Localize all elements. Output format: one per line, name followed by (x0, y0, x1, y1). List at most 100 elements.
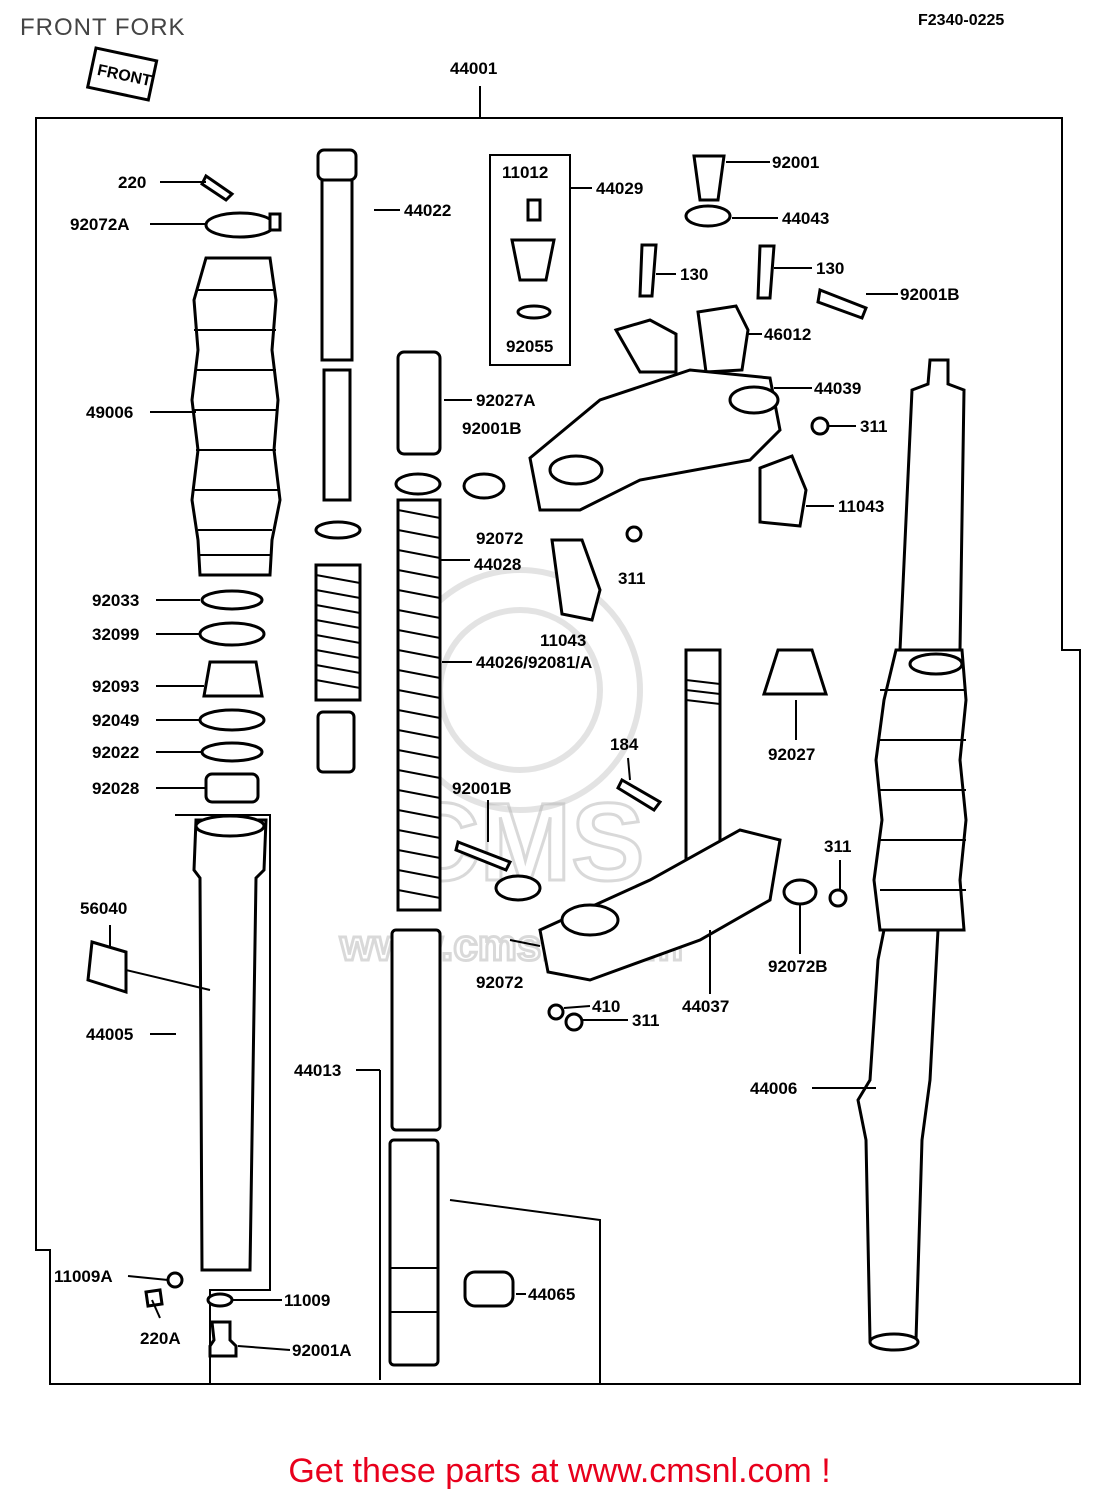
valve-cap-11012 (526, 198, 542, 222)
label-plate-56040 (86, 940, 211, 995)
footer-banner[interactable]: Get these parts at www.cmsnl.com ! (288, 1452, 831, 1490)
label-92001B-c: 92001B (452, 779, 512, 798)
label-32099: 32099 (92, 625, 139, 644)
bolt-92001 (692, 154, 726, 202)
front-badge: FRONT (85, 46, 159, 102)
bushing-44065 (463, 1270, 515, 1308)
piece-lower (316, 710, 356, 774)
label-311-c: 311 (824, 837, 851, 856)
label-184: 184 (610, 735, 639, 754)
label-44005: 44005 (86, 1025, 133, 1044)
label-220A: 220A (140, 1329, 181, 1348)
spacer-92027A (396, 350, 442, 456)
nut-311-d (564, 1012, 584, 1032)
stem-cap-92027 (761, 648, 829, 696)
outer-tube-44005 (192, 814, 268, 1272)
cap-44043 (684, 204, 732, 228)
label-92072B: 92072B (768, 957, 828, 976)
label-92001A: 92001A (292, 1341, 352, 1360)
label-44006: 44006 (750, 1079, 797, 1098)
bolt-92001B-lower (454, 839, 513, 872)
label-130-a: 130 (680, 265, 708, 284)
bracket-11043-a (758, 454, 808, 528)
boot-49006 (190, 256, 282, 577)
label-92001B-a: 92001B (462, 419, 522, 438)
clamp-92072A (204, 211, 282, 239)
label-130-b: 130 (816, 259, 844, 278)
label-56040: 56040 (80, 899, 127, 918)
label-49006: 49006 (86, 403, 133, 422)
label-11043-a: 11043 (838, 497, 884, 516)
cap-92093 (202, 660, 264, 698)
o-ring-92055 (516, 304, 552, 320)
seal-32099 (198, 621, 266, 647)
bolt-92001B-top (816, 287, 868, 320)
label-410: 410 (592, 997, 620, 1016)
label-311-d: 311 (632, 1011, 659, 1030)
label-92033: 92033 (92, 591, 139, 610)
label-92072-b: 92072 (476, 973, 523, 992)
diagram-code: F2340-0225 (918, 12, 1005, 29)
label-44037: 44037 (682, 997, 729, 1016)
label-11009A: 11009A (54, 1267, 113, 1286)
label-92049: 92049 (92, 711, 139, 730)
label-92055: 92055 (506, 337, 553, 356)
air-valve (510, 238, 556, 282)
label-46012: 46012 (764, 325, 811, 344)
label-92028: 92028 (92, 779, 139, 798)
ring-seat (314, 520, 362, 540)
gasket-11009 (206, 1292, 234, 1308)
collar-92072B (782, 878, 818, 906)
label-11009: 11009 (284, 1291, 330, 1310)
exploded-parts-diagram: CMS www.cmsnl.com FRONT (35, 46, 1081, 1385)
label-44043: 44043 (782, 209, 829, 228)
bracket-11043-b (550, 538, 602, 622)
label-11012: 11012 (502, 163, 548, 182)
part-labels: 44001 220 92072A 49006 92033 32099 92093… (54, 59, 960, 1360)
label-92027A: 92027A (476, 391, 536, 410)
lower-bracket-44037 (538, 828, 782, 982)
label-11043-b: 11043 (540, 631, 586, 650)
label-44039: 44039 (814, 379, 861, 398)
upper-bracket-44039 (528, 368, 782, 512)
spring-44026 (396, 498, 442, 912)
collar-92072-a (462, 472, 506, 500)
label-44013: 44013 (294, 1061, 341, 1080)
label-311-b: 311 (618, 569, 645, 588)
ring-92033 (200, 589, 264, 611)
label-92093: 92093 (92, 677, 139, 696)
inner-tube-44013 (388, 928, 442, 1367)
label-44065: 44065 (528, 1285, 575, 1304)
leader-lines (109, 161, 898, 1380)
washer-92022 (200, 741, 264, 763)
label-92027: 92027 (768, 745, 815, 764)
label-44026: 44026/92081/A (476, 653, 592, 672)
diagram-title: FRONT FORK (20, 14, 186, 41)
label-311-a: 311 (860, 417, 887, 436)
label-44022: 44022 (404, 201, 451, 220)
label-92072A: 92072A (70, 215, 130, 234)
bolt-184 (616, 777, 663, 812)
nut-311-c (828, 888, 848, 908)
ring-92049 (198, 708, 266, 732)
label-44029: 44029 (596, 179, 643, 198)
handlebar-holders-46012 (613, 304, 750, 374)
bushing-92028 (204, 772, 260, 804)
bolt-220 (200, 173, 235, 202)
nut-311-b (625, 525, 643, 543)
label-220: 220 (118, 173, 146, 192)
bolt-130-b (756, 244, 776, 300)
bolt-92001A (208, 1320, 238, 1358)
label-92022: 92022 (92, 743, 139, 762)
label-92001B-b: 92001B (900, 285, 960, 304)
label-44028: 44028 (474, 555, 521, 574)
label-92001: 92001 (772, 153, 819, 172)
fork-assembly-44006 (856, 358, 968, 1352)
label-44001: 44001 (450, 59, 497, 78)
label-92072-a: 92072 (476, 529, 523, 548)
damper-rod-44022 (316, 148, 358, 502)
collar-92072-b (494, 874, 542, 902)
bolt-130-a (638, 243, 658, 298)
nut-311-a (810, 416, 830, 436)
washer-410 (547, 1003, 565, 1021)
